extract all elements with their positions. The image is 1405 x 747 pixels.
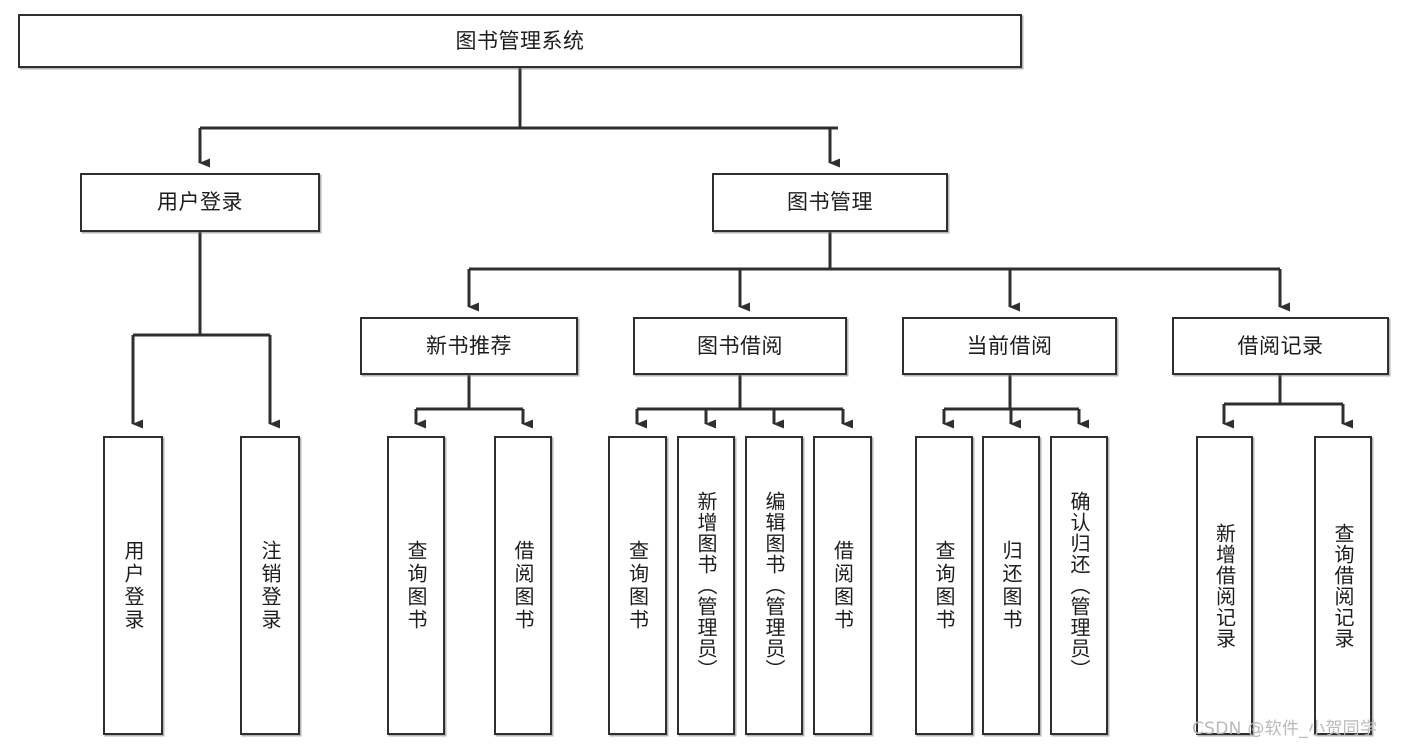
node-label: 借阅图书 [830, 539, 855, 632]
leaf-current-borrow-return-book[interactable]: 归还图书 [982, 436, 1040, 735]
node-label: 新书推荐 [426, 333, 512, 358]
node-label: 归还图书 [999, 539, 1023, 632]
node-label: 确认归还（管理员） [1067, 491, 1091, 680]
node-label: 图书管理 [787, 190, 873, 215]
node-root-book-management-system[interactable]: 图书管理系统 [18, 14, 1022, 68]
node-label: 新增图书（管理员） [694, 491, 718, 680]
node-new-book-recommend[interactable]: 新书推荐 [360, 317, 578, 375]
node-book-borrow[interactable]: 图书借阅 [633, 317, 847, 375]
leaf-borrow-record-add-record[interactable]: 新增借阅记录 [1196, 436, 1253, 735]
leaf-new-book-query-book[interactable]: 查询图书 [387, 436, 445, 735]
leaf-borrow-record-query-record[interactable]: 查询借阅记录 [1314, 436, 1372, 735]
node-label: 查询图书 [932, 539, 956, 632]
leaf-book-borrow-query-book[interactable]: 查询图书 [608, 436, 667, 735]
node-label: 注销登录 [258, 539, 282, 632]
node-label: 查询图书 [404, 539, 428, 632]
node-label: 当前借阅 [966, 333, 1053, 358]
leaf-current-borrow-confirm-return-admin[interactable]: 确认归还（管理员） [1050, 436, 1108, 735]
leaf-new-book-borrow-book[interactable]: 借阅图书 [494, 436, 552, 735]
node-label: 图书管理系统 [455, 28, 585, 53]
leaf-user-login-login[interactable]: 用户登录 [103, 436, 163, 735]
node-label: 查询图书 [625, 539, 650, 632]
leaf-current-borrow-query-book[interactable]: 查询图书 [915, 436, 973, 735]
node-book-management[interactable]: 图书管理 [712, 173, 948, 232]
node-user-login[interactable]: 用户登录 [80, 173, 320, 232]
node-label: 编辑图书（管理员） [762, 491, 786, 680]
leaf-user-login-logout[interactable]: 注销登录 [240, 436, 300, 735]
leaf-book-borrow-edit-book-admin[interactable]: 编辑图书（管理员） [745, 436, 803, 735]
leaf-book-borrow-borrow-book[interactable]: 借阅图书 [813, 436, 872, 735]
node-label: 新增借阅记录 [1212, 522, 1237, 649]
node-label: 图书借阅 [697, 333, 783, 358]
leaf-book-borrow-add-book-admin[interactable]: 新增图书（管理员） [677, 436, 735, 735]
node-label: 查询借阅记录 [1331, 522, 1355, 649]
node-label: 借阅记录 [1237, 333, 1324, 358]
node-borrow-record[interactable]: 借阅记录 [1172, 317, 1389, 375]
node-current-borrow[interactable]: 当前借阅 [902, 317, 1117, 375]
node-label: 用户登录 [121, 539, 145, 632]
node-label: 用户登录 [157, 190, 243, 215]
node-label: 借阅图书 [511, 539, 535, 632]
